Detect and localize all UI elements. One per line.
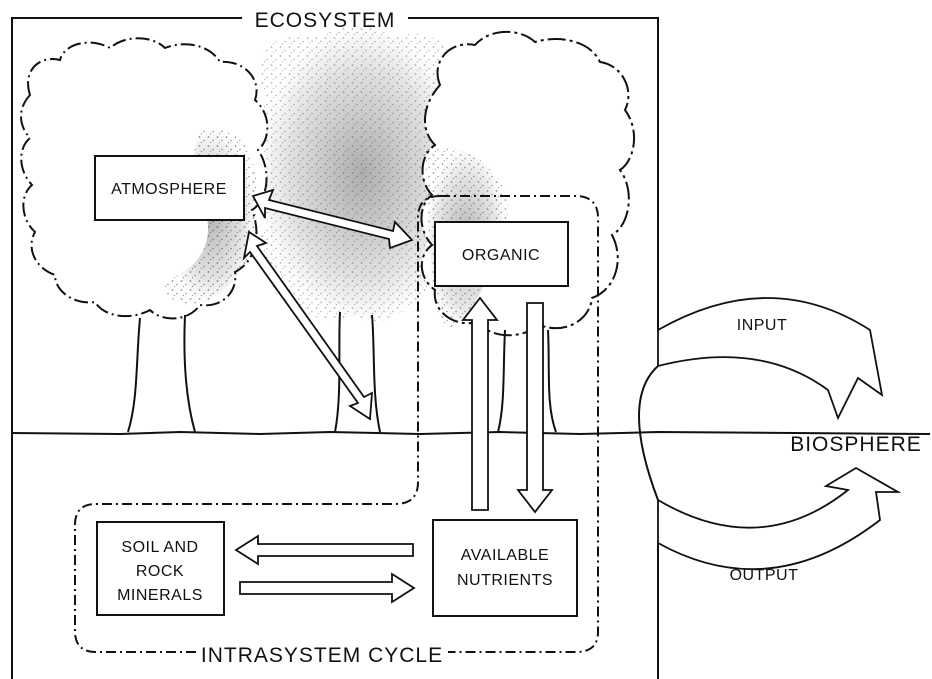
nutrients-label-line-1: AVAILABLE: [461, 547, 549, 564]
output-label: OUTPUT: [730, 567, 799, 584]
input-label: INPUT: [737, 317, 788, 334]
soil-to-nutrients-arrow: [240, 574, 414, 602]
available-nutrients-box: AVAILABLE NUTRIENTS: [433, 520, 577, 616]
soil-rock-minerals-box: SOIL AND ROCK MINERALS: [97, 522, 224, 615]
left-tree-trunk: [128, 315, 195, 432]
organic-box: ORGANIC: [435, 222, 568, 286]
soil-label-line-1: SOIL AND: [121, 539, 198, 556]
nutrients-label-line-2: NUTRIENTS: [457, 572, 553, 589]
soil-label-line-3: MINERALS: [117, 587, 203, 604]
atmosphere-label: ATMOSPHERE: [111, 181, 227, 198]
organic-to-nutrients-arrow: [518, 303, 552, 512]
output-arrow: [658, 468, 898, 569]
biosphere-label: BIOSPHERE: [790, 433, 922, 456]
atmosphere-box: ATMOSPHERE: [95, 156, 244, 220]
nutrients-to-soil-arrow: [236, 536, 413, 564]
soil-label-line-2: ROCK: [136, 563, 184, 580]
input-arrow: [658, 298, 882, 418]
intrasystem-cycle-label: INTRASYSTEM CYCLE: [201, 644, 443, 667]
organic-label: ORGANIC: [462, 247, 540, 264]
left-tree: [21, 38, 267, 432]
